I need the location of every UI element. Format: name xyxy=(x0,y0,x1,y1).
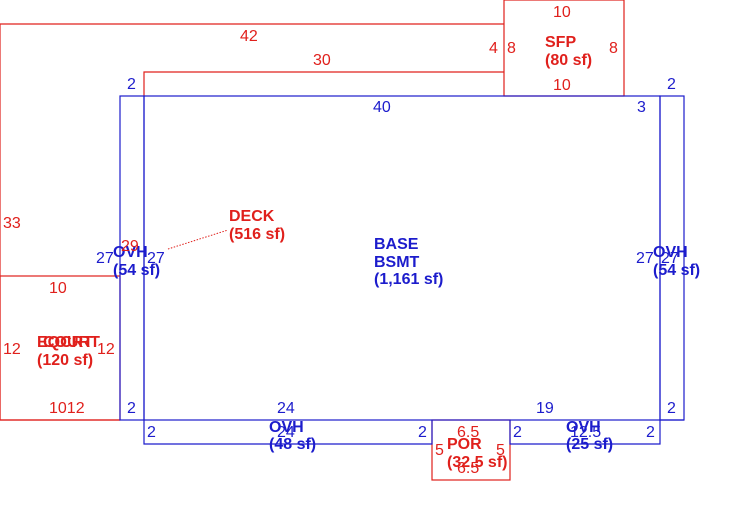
ovh-bottom-left-area: (48 sf) xyxy=(269,436,316,453)
dim-base-top-right-offset: 3 xyxy=(637,99,646,116)
ovh-right-area: (54 sf) xyxy=(653,262,700,279)
dim-deck-inner-top: 30 xyxy=(313,52,331,69)
dim-por-bottom: 6.5 xyxy=(457,460,479,477)
dim-por-top: 6.5 xyxy=(457,424,479,441)
ovh-bottom-left-outline xyxy=(143,420,433,445)
court-area: (120 sf) xyxy=(37,352,93,369)
dim-ovh-bl-right: 2 xyxy=(418,424,427,441)
por-name: POR xyxy=(447,436,482,453)
dim-ovh-right-top: 2 xyxy=(667,76,676,93)
dim-sfp-right: 8 xyxy=(609,40,618,57)
dim-ovh-right-right: 27 xyxy=(661,250,679,267)
dim-court-right: 12 xyxy=(97,341,115,358)
ovh-bottom-left-name: OVH xyxy=(269,419,304,436)
dim-sfp-offset: 4 xyxy=(489,40,498,57)
blue-outlines xyxy=(119,95,685,445)
dim-court-bottom: 1012 xyxy=(49,400,85,417)
dim-bottom-19: 19 xyxy=(536,400,554,417)
base-name-2: BSMT xyxy=(374,254,420,271)
dim-ovh-left-left: 27 xyxy=(96,250,114,267)
sfp-area: (80 sf) xyxy=(545,52,592,69)
red-area-labels: DECK (516 sf) SFP (80 sf) EQCRT COURT (1… xyxy=(37,34,592,471)
por-area: (32.5 sf) xyxy=(447,454,507,471)
dim-base-top: 40 xyxy=(373,99,391,116)
dim-ovh-br-bottom: 12.5 xyxy=(570,424,601,441)
dim-ovh-right-bottom: 2 xyxy=(667,400,676,417)
blue-area-labels: BASE BSMT (1,161 sf) OVH (54 sf) OVH (54… xyxy=(113,236,700,453)
dim-por-left: 5 xyxy=(435,442,444,459)
dim-ovh-bl-left: 2 xyxy=(147,424,156,441)
base-name-1: BASE xyxy=(374,236,419,253)
dim-ovh-left-right: 27 xyxy=(147,250,165,267)
deck-area: (516 sf) xyxy=(229,226,285,243)
base-area: (1,161 sf) xyxy=(374,271,443,288)
eqcrt-name-2: COURT xyxy=(43,334,100,351)
red-dimension-labels: 42 33 30 29 10 10 8 8 4 10 12 12 1012 6.… xyxy=(3,4,618,477)
dim-ovh-left-bottom: 2 xyxy=(127,400,136,417)
dim-sfp-bottom: 10 xyxy=(553,77,571,94)
dim-ovh-bl-bottom: 24 xyxy=(277,424,295,441)
ovh-bottom-right-name: OVH xyxy=(566,419,601,436)
dim-deck-inner-left: 29 xyxy=(121,238,139,255)
dim-ovh-left-top: 2 xyxy=(127,76,136,93)
dim-sfp-left: 8 xyxy=(507,40,516,57)
dim-court-top: 10 xyxy=(49,280,67,297)
dim-deck-top: 42 xyxy=(240,28,258,45)
eqcrt-name-1: EQCRT xyxy=(37,334,93,351)
dim-ovh-br-right: 2 xyxy=(646,424,655,441)
ovh-bottom-right-outline xyxy=(509,420,661,445)
blue-dimension-labels: 40 3 2 27 27 2 2 27 27 2 24 19 2 2 24 2 … xyxy=(96,76,679,441)
dim-sfp-top: 10 xyxy=(553,4,571,21)
sfp-name: SFP xyxy=(545,34,576,51)
dim-ovh-right-left: 27 xyxy=(636,250,654,267)
dim-ovh-br-left: 2 xyxy=(513,424,522,441)
dim-court-left: 12 xyxy=(3,341,21,358)
ovh-right-name: OVH xyxy=(653,244,688,261)
deck-inner-outline xyxy=(143,71,504,96)
ovh-left-area: (54 sf) xyxy=(113,262,160,279)
dim-deck-left: 33 xyxy=(3,215,21,232)
deck-name: DECK xyxy=(229,208,275,225)
ovh-left-outline xyxy=(119,95,145,421)
ovh-left-name: OVH xyxy=(113,244,148,261)
ovh-bottom-right-area: (25 sf) xyxy=(566,436,613,453)
deck-leader-line xyxy=(167,229,229,250)
dim-por-right: 5 xyxy=(496,442,505,459)
dim-bottom-24: 24 xyxy=(277,400,295,417)
